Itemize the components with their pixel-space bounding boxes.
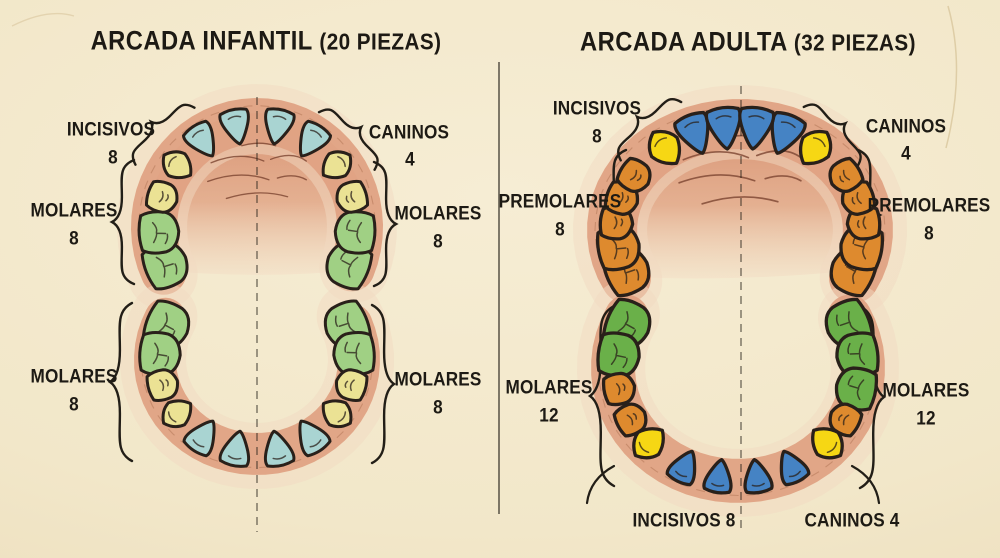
adult-premolars-right-count: 8: [924, 222, 934, 245]
adult-brace: [616, 97, 683, 162]
infant-panel-title: ARCADA INFANTIL (20 PIEZAS): [91, 26, 442, 57]
tooth-m: [332, 330, 376, 377]
tooth-m: [835, 331, 880, 378]
adult-premolars-right-label: PREMOLARES: [867, 194, 991, 217]
palate-wrinkles: [678, 134, 802, 205]
infant-canines-label: CANINOS: [368, 121, 450, 144]
infant-brace: [370, 303, 397, 465]
tooth-p: [601, 371, 637, 407]
tooth-p: [335, 179, 370, 214]
tooth-m: [834, 366, 879, 412]
adult-title-pieces: (32 PIEZAS): [793, 29, 916, 56]
adult-brace: [587, 304, 616, 488]
infant-molars-upper-left-count: 8: [69, 227, 79, 250]
tooth-i: [665, 449, 697, 487]
infant-molars-lower-right-label: MOLARES: [394, 368, 482, 391]
paper-crease: [945, 5, 958, 149]
tooth-i: [181, 119, 216, 158]
tooth-m: [138, 330, 182, 377]
infant-molars-upper-left-label: MOLARES: [30, 199, 118, 222]
infant-molars-lower-left-label: MOLARES: [30, 365, 118, 388]
adult-premolars-left-count: 8: [555, 218, 565, 241]
adult-molars-left-label: MOLARES: [505, 376, 593, 399]
adult-incisors-label: INCISIVOS: [552, 97, 642, 120]
tooth-m: [333, 210, 377, 255]
adult-title-text: ARCADA ADULTA: [580, 26, 787, 57]
adult-bottom-arc: [850, 464, 881, 505]
gum-sketch-line: [594, 106, 886, 281]
infant-molars-upper-right-label: MOLARES: [394, 202, 482, 225]
infant-molars-upper-right-count: 8: [433, 230, 443, 253]
tooth-i: [704, 105, 742, 151]
infant-molars-lower-right-count: 8: [433, 396, 443, 419]
adult-bottom-arc: [585, 464, 616, 505]
tooth-p: [144, 179, 179, 214]
paper-crease: [11, 12, 75, 27]
tooth-c: [632, 427, 665, 460]
infant-incisors-label: INCISIVOS: [66, 118, 156, 141]
tooth-c: [811, 427, 844, 460]
tooth-i: [779, 449, 811, 487]
adult-canines-count: 4: [901, 142, 911, 165]
infant-title-text: ARCADA INFANTIL: [90, 25, 313, 56]
adult-incisors-count: 8: [592, 125, 602, 148]
adult-molars-left-count: 12: [539, 404, 559, 427]
tooth-i: [673, 110, 710, 155]
infant-brace: [131, 103, 196, 166]
infant-brace: [372, 160, 399, 288]
infant-brace: [317, 108, 379, 171]
tooth-i: [738, 105, 776, 151]
tooth-c: [321, 399, 353, 429]
tooth-p: [145, 368, 179, 402]
tooth-i: [264, 107, 296, 146]
tooth-i: [218, 107, 250, 146]
adult-bottom-canines-label: CANINOS 4: [804, 509, 900, 532]
infant-incisors-count: 8: [108, 146, 118, 169]
infant-brace: [107, 301, 134, 463]
adult-molars-right-label: MOLARES: [882, 379, 970, 402]
tooth-c: [321, 150, 353, 180]
tooth-c: [161, 399, 193, 429]
gum-sketch-line: [597, 315, 879, 497]
infant-canines-count: 4: [405, 148, 415, 171]
infant-title-pieces: (20 PIEZAS): [319, 28, 442, 55]
tooth-i: [743, 458, 774, 495]
tooth-i: [702, 458, 733, 495]
adult-brace: [802, 103, 862, 168]
gum-sketch-line: [140, 317, 374, 469]
tooth-i: [298, 119, 333, 158]
adult-premolars-left-label: PREMOLARES: [498, 190, 622, 213]
adult-panel-title: ARCADA ADULTA (32 PIEZAS): [580, 27, 916, 58]
infant-brace: [109, 158, 136, 286]
infant-molars-lower-left-count: 8: [69, 393, 79, 416]
tooth-p: [335, 368, 369, 402]
adult-bottom-incisors-label: INCISIVOS 8: [632, 509, 736, 532]
adult-canines-label: CANINOS: [865, 115, 947, 138]
palate-wrinkles: [207, 142, 307, 200]
tooth-i: [182, 419, 216, 458]
tooth-c: [647, 129, 682, 166]
adult-molars-right-count: 12: [916, 407, 936, 430]
tooth-c: [161, 150, 193, 180]
tooth-i: [218, 429, 251, 468]
tooth-i: [263, 429, 296, 468]
infant-panel: [107, 84, 399, 532]
tooth-p: [828, 402, 864, 438]
tooth-p: [828, 156, 865, 194]
tooth-p: [615, 156, 652, 194]
tooth-m: [137, 210, 181, 255]
tooth-c: [798, 129, 833, 166]
tooth-i: [298, 419, 332, 458]
adult-panel: [573, 85, 907, 532]
tooth-i: [770, 110, 807, 155]
